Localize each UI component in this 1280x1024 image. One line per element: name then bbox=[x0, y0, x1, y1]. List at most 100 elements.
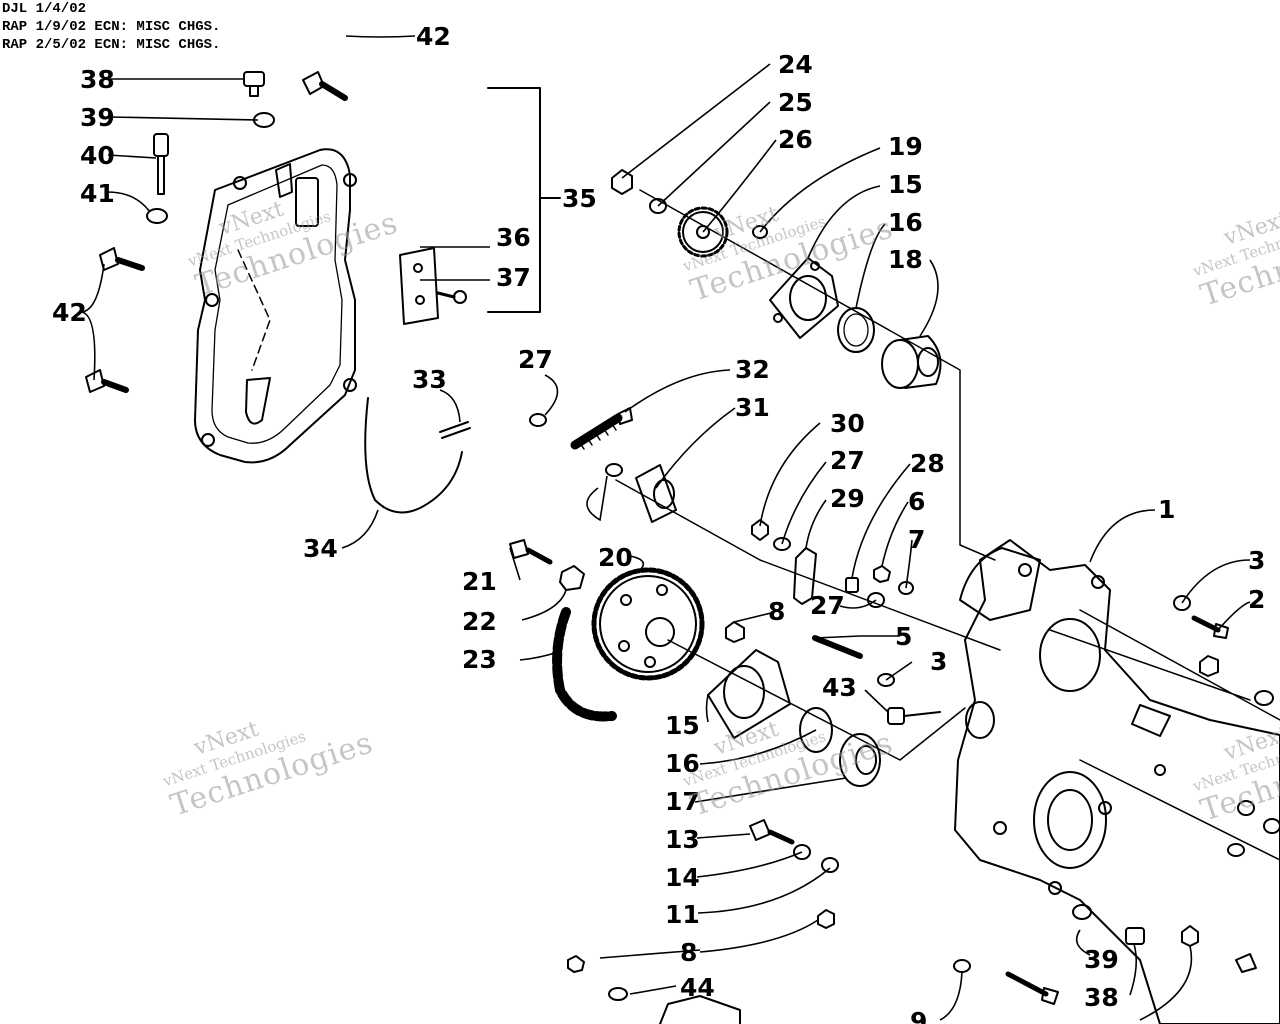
tensioner-32 bbox=[570, 407, 633, 450]
nut-19 bbox=[752, 225, 768, 239]
o-ring-41 bbox=[146, 208, 168, 224]
shaft-line-mid bbox=[615, 479, 1001, 651]
bearing-flange-15-low bbox=[707, 649, 791, 739]
callout-23: 23 bbox=[462, 645, 497, 674]
callout-31: 31 bbox=[735, 393, 770, 422]
callout-5: 5 bbox=[895, 622, 912, 651]
callout-14: 14 bbox=[665, 863, 700, 892]
revision-line-3: RAP 2/5/02 ECN: MISC CHGS. bbox=[2, 37, 221, 53]
shaft-line-top bbox=[639, 189, 996, 561]
callout-8-mid: 8 bbox=[768, 597, 785, 626]
gear-20 bbox=[591, 567, 705, 681]
washer-right-3 bbox=[1263, 818, 1280, 834]
washer-3-right bbox=[1173, 595, 1191, 611]
nut-right-low bbox=[1181, 925, 1199, 947]
callout-16-top: 16 bbox=[888, 208, 923, 237]
callout-19: 19 bbox=[888, 132, 923, 161]
washer-27-d bbox=[867, 592, 885, 608]
callout-42-top: 42 bbox=[416, 22, 451, 51]
washer-27-a bbox=[529, 413, 547, 427]
retainer-plate-36 bbox=[399, 247, 439, 325]
drain-plug-38-low bbox=[1125, 927, 1145, 945]
callout-37: 37 bbox=[496, 263, 531, 292]
callout-27-c: 27 bbox=[830, 446, 865, 475]
callout-43: 43 bbox=[822, 673, 857, 702]
callout-35: 35 bbox=[562, 184, 597, 213]
bolt-42-left-upper bbox=[99, 247, 145, 271]
stud-5 bbox=[812, 635, 863, 659]
bracket-bottom bbox=[659, 995, 741, 1024]
washer-right-1 bbox=[1254, 690, 1274, 706]
callout-29: 29 bbox=[830, 484, 865, 513]
nut-8-mid bbox=[725, 621, 745, 643]
washer-44 bbox=[608, 987, 628, 1001]
snap-ring-16-low bbox=[799, 707, 833, 753]
bolt-42-left-lower bbox=[85, 369, 129, 393]
nut-right-1 bbox=[1199, 655, 1219, 677]
bolt-21 bbox=[509, 539, 553, 565]
bolt-2 bbox=[1191, 615, 1229, 639]
drain-plug-38 bbox=[243, 71, 265, 97]
snap-ring-16-top bbox=[837, 307, 875, 353]
sensor-40 bbox=[153, 133, 169, 195]
sprocket-26 bbox=[677, 206, 729, 258]
callout-1: 1 bbox=[1158, 495, 1175, 524]
callout-22: 22 bbox=[462, 607, 497, 636]
callout-26: 26 bbox=[778, 125, 813, 154]
bolt-9 bbox=[953, 959, 1059, 1005]
revision-line-2: RAP 1/9/02 ECN: MISC CHGS. bbox=[2, 19, 221, 35]
shaft-line-right bbox=[1049, 609, 1280, 861]
washer-27-c bbox=[773, 537, 791, 551]
screw-37 bbox=[436, 290, 467, 304]
callout-25: 25 bbox=[778, 88, 813, 117]
callout-32: 32 bbox=[735, 355, 770, 384]
bearing-flange-15-top bbox=[769, 257, 839, 339]
callout-17: 17 bbox=[665, 787, 700, 816]
callout-8-low: 8 bbox=[680, 938, 697, 967]
nut-8-low bbox=[817, 909, 835, 929]
bolt-13 bbox=[749, 819, 795, 845]
callout-13: 13 bbox=[665, 825, 700, 854]
pin-33 bbox=[439, 421, 471, 439]
nut-30 bbox=[751, 519, 769, 541]
callout-36: 36 bbox=[496, 223, 531, 252]
bearing-17 bbox=[839, 733, 881, 787]
washer-11 bbox=[821, 857, 839, 873]
callout-28: 28 bbox=[910, 449, 945, 478]
washer-3-mid bbox=[877, 673, 895, 687]
callout-20: 20 bbox=[598, 543, 633, 572]
washer-39-low bbox=[1072, 904, 1092, 920]
washer-14 bbox=[793, 844, 811, 860]
callout-15-low: 15 bbox=[665, 711, 700, 740]
callout-30: 30 bbox=[830, 409, 865, 438]
spacer-28 bbox=[845, 577, 859, 593]
nut-8-bottom bbox=[567, 955, 585, 973]
revision-line-1: DJL 1/4/02 bbox=[2, 1, 87, 17]
callout-3-mid: 3 bbox=[930, 647, 947, 676]
callout-39-low: 39 bbox=[1084, 945, 1119, 974]
callout-38-low: 38 bbox=[1084, 983, 1119, 1012]
callout-6: 6 bbox=[908, 487, 925, 516]
callout-15-top: 15 bbox=[888, 170, 923, 199]
gear-case-1 bbox=[954, 539, 1280, 1024]
callout-11: 11 bbox=[665, 900, 700, 929]
callout-41: 41 bbox=[80, 179, 115, 208]
leader-lines bbox=[81, 35, 1251, 1021]
washer-right-2 bbox=[1237, 800, 1255, 816]
callout-44: 44 bbox=[680, 973, 715, 1002]
roller-31 bbox=[635, 464, 677, 523]
bolt-42-top bbox=[302, 71, 348, 101]
callout-39-top: 39 bbox=[80, 103, 115, 132]
shaft-line-low bbox=[667, 639, 966, 761]
washer-right-4 bbox=[1227, 843, 1245, 857]
callout-7: 7 bbox=[908, 525, 925, 554]
chain-case-cover bbox=[194, 148, 357, 464]
callout-40: 40 bbox=[80, 141, 115, 170]
callout-38-top: 38 bbox=[80, 65, 115, 94]
callout-27-d: 27 bbox=[810, 591, 845, 620]
callout-18: 18 bbox=[888, 245, 923, 274]
bolt-right-low bbox=[1235, 953, 1257, 973]
revision-notes: DJL 1/4/02 RAP 1/9/02 ECN: MISC CHGS. RA… bbox=[2, 0, 220, 54]
callout-16-low: 16 bbox=[665, 749, 700, 778]
